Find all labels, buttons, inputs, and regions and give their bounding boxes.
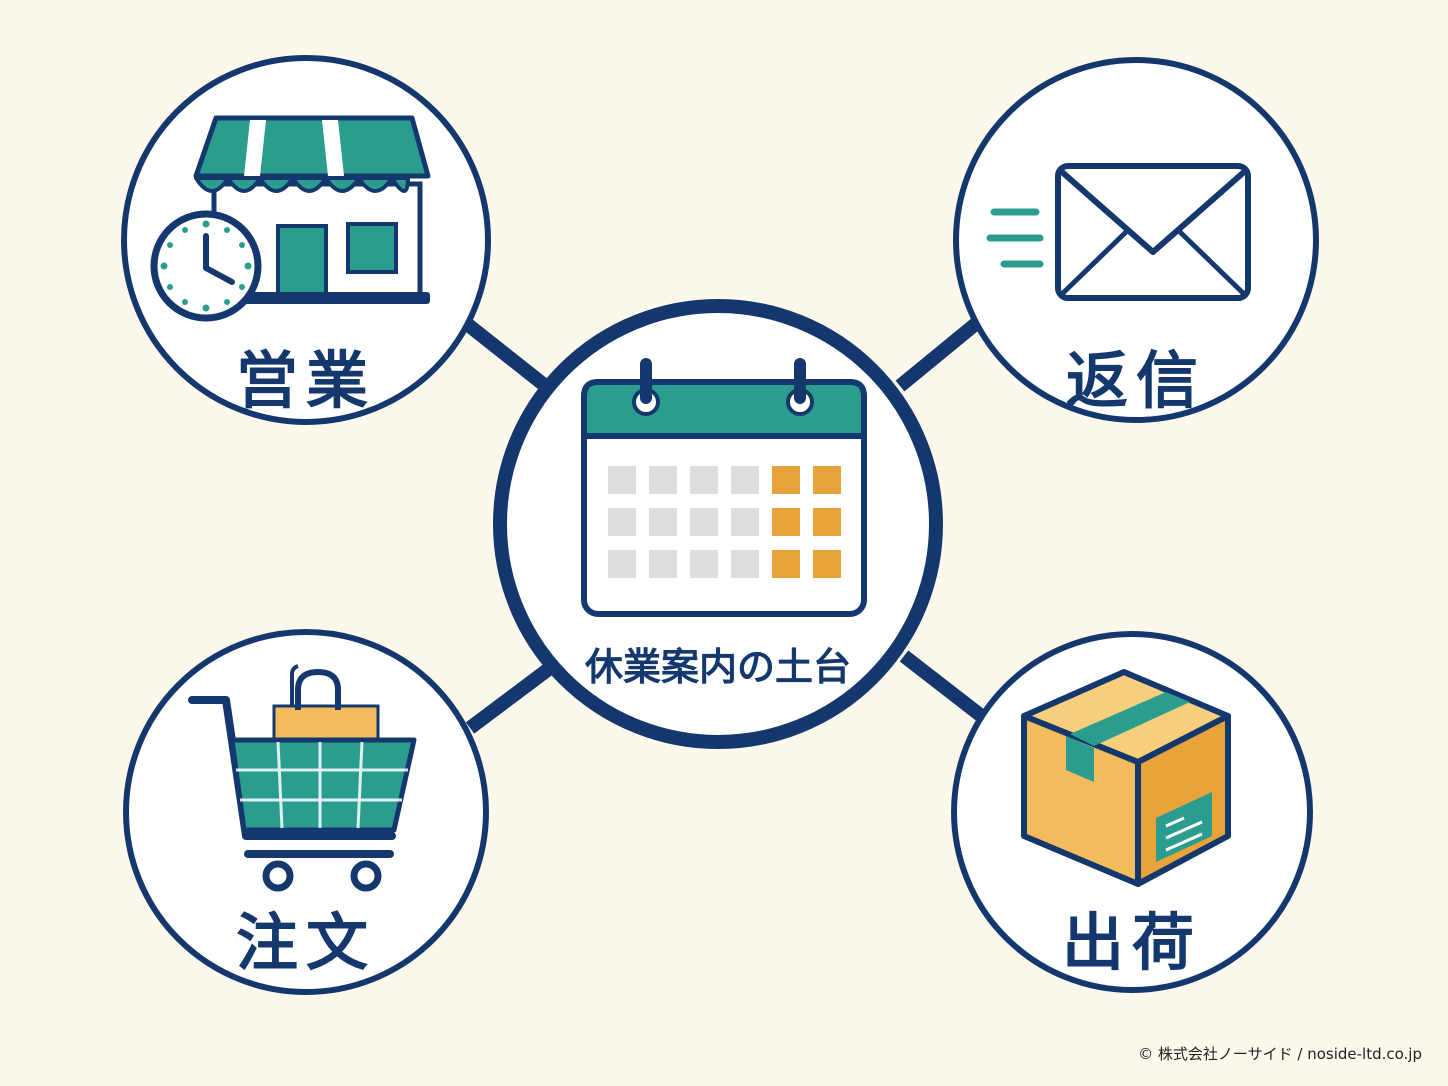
connector-bottom-right <box>899 650 989 724</box>
copyright-credit: © 株式会社ノーサイド / noside-ltd.co.jp <box>1138 1045 1422 1063</box>
node-label-reply: 返信 <box>1065 344 1206 417</box>
storefront-clock-icon <box>150 115 431 322</box>
center-label: 休業案内の土台 <box>584 645 851 689</box>
connector-bottom-left <box>465 662 555 734</box>
node-label-order: 注文 <box>235 906 376 979</box>
node-label-shipping: 出荷 <box>1061 906 1202 979</box>
connectors <box>457 314 989 734</box>
calendar-icon <box>581 358 867 617</box>
node-label-sales: 営業 <box>235 344 376 417</box>
connector-top-left <box>457 314 553 394</box>
connector-top-right <box>895 316 983 392</box>
package-box-icon <box>1021 669 1231 887</box>
envelope-icon <box>986 163 1251 301</box>
calendar-grid <box>608 466 841 578</box>
shopping-cart-icon <box>188 664 417 892</box>
